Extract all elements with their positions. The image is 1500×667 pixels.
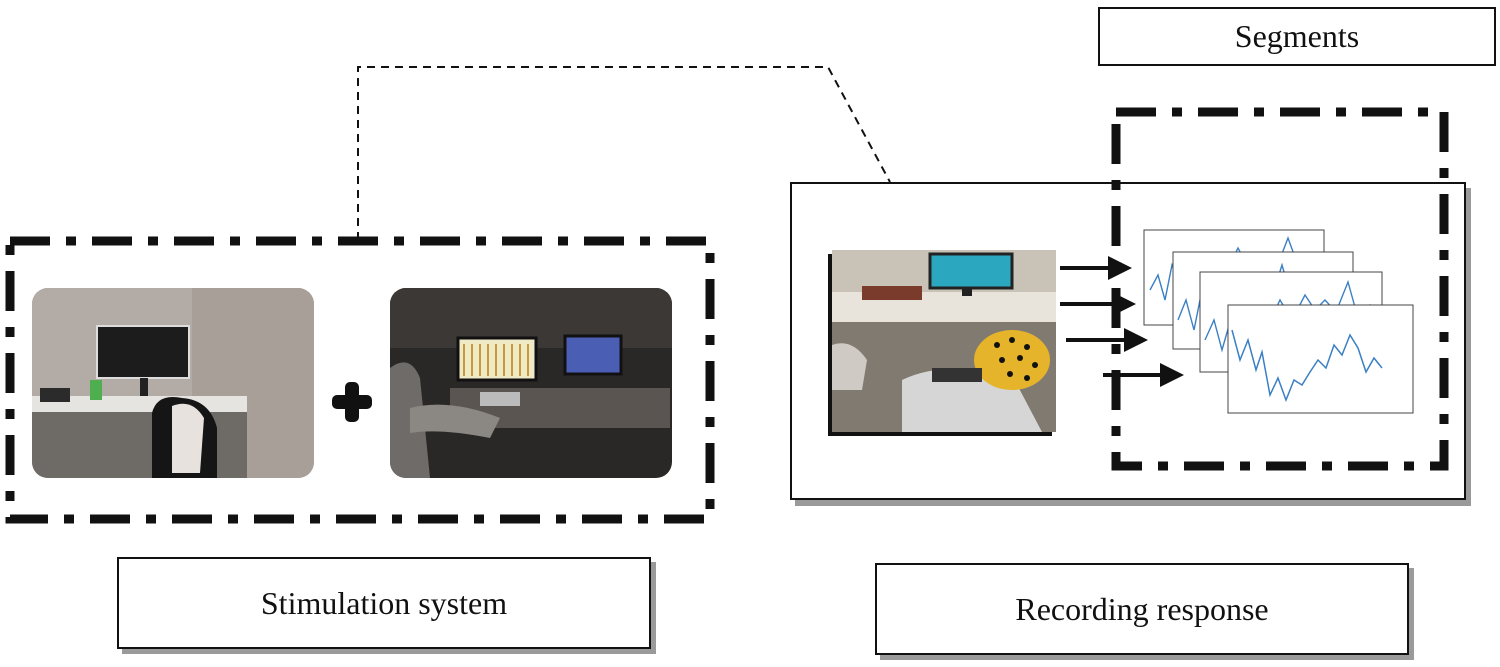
segments-frame (1111, 107, 1449, 471)
segments-label: Segments (1098, 7, 1496, 66)
stimulation-text: Stimulation system (260, 584, 508, 621)
dashed-connector (357, 66, 891, 240)
arrow-right-icon (1103, 363, 1184, 387)
lab-room-photo (32, 288, 314, 478)
stimulation-label: Stimulation system (117, 557, 651, 649)
stimulation-setup-photo (390, 288, 672, 478)
recording-text: Recording response (1015, 590, 1269, 627)
arrow-right-icon (1066, 328, 1148, 352)
recording-label: Recording response (875, 563, 1409, 655)
plus-icon (332, 382, 372, 422)
eeg-recording-photo (832, 250, 1056, 432)
signal-plot-4 (1227, 304, 1414, 414)
stimulation-frame (5, 236, 715, 524)
segments-text: Segments (1234, 18, 1360, 54)
arrow-right-icon (1060, 292, 1136, 316)
arrow-right-icon (1060, 256, 1132, 280)
